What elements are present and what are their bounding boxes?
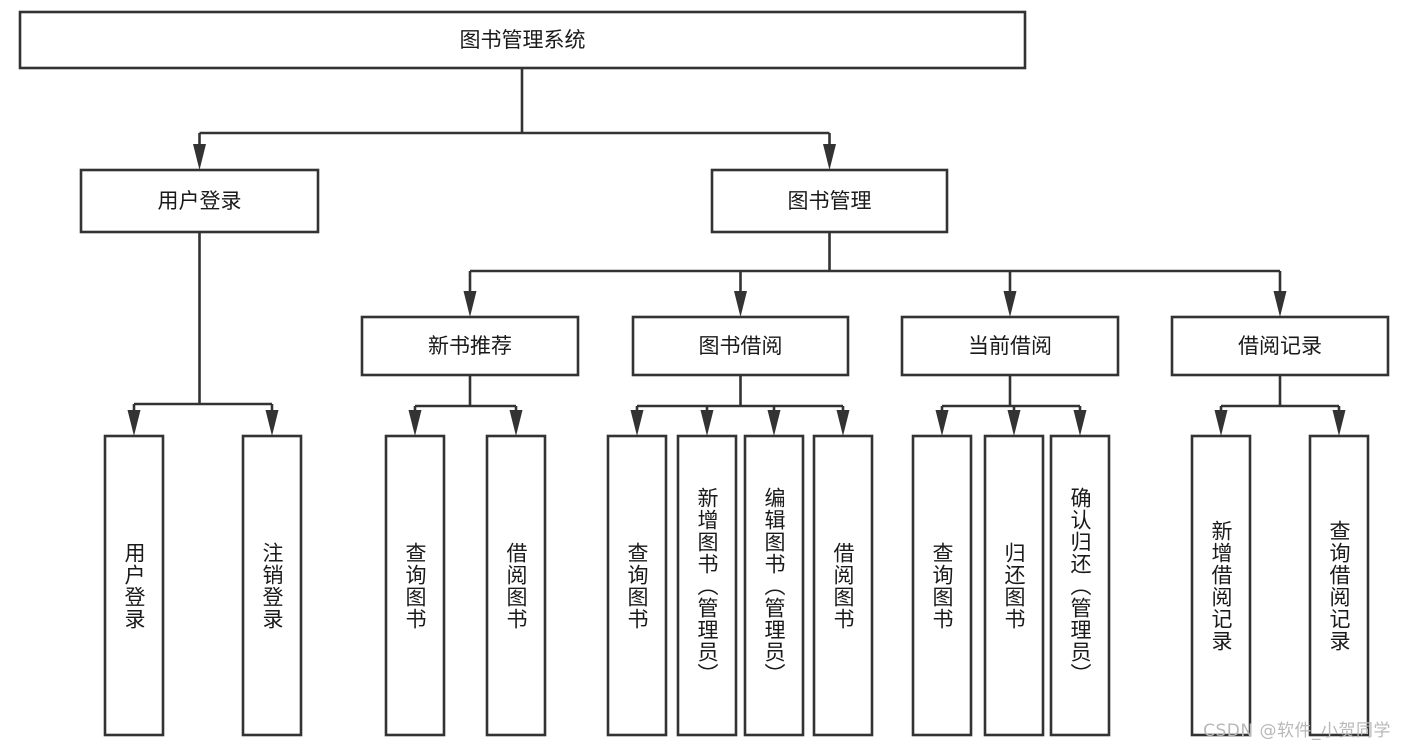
node-box-leaf-query-book-borrow[interactable] [606, 434, 668, 737]
node-label-user-login: 用户登录 [158, 189, 242, 213]
node-box-book-borrow[interactable] [631, 315, 850, 377]
node-box-current-borrow[interactable] [900, 315, 1120, 377]
connector-book-management [463, 232, 1287, 317]
node-box-leaf-return-book[interactable] [983, 434, 1045, 737]
node-label-book-management: 图书管理 [788, 189, 872, 213]
node-leaf-add-borrow-record[interactable] [1190, 434, 1252, 737]
node-box-leaf-add-book-admin[interactable] [676, 434, 738, 737]
node-leaf-user-login[interactable] [103, 434, 165, 737]
node-label-current-borrow: 当前借阅 [968, 334, 1052, 358]
node-book-borrow[interactable]: 图书借阅 [631, 315, 850, 377]
node-box-book-management[interactable] [710, 168, 949, 234]
connector-book-borrow [630, 375, 850, 436]
node-leaf-edit-book-admin[interactable] [743, 434, 805, 737]
connector-root [193, 68, 836, 170]
node-leaf-query-book-recommend[interactable] [384, 434, 446, 737]
node-leaf-query-book-borrow[interactable] [606, 434, 668, 737]
node-leaf-confirm-return-admin[interactable] [1049, 434, 1111, 737]
node-box-new-book-recommend[interactable] [360, 315, 580, 377]
node-box-borrow-records[interactable] [1170, 315, 1390, 377]
connector-new-book-recommend [408, 375, 523, 436]
node-box-leaf-edit-book-admin[interactable] [743, 434, 805, 737]
node-box-leaf-logout-login[interactable] [241, 434, 303, 737]
node-leaf-return-book[interactable] [983, 434, 1045, 737]
node-box-root[interactable] [18, 10, 1027, 70]
node-box-leaf-query-book-recommend[interactable] [384, 434, 446, 737]
node-leaf-logout-login[interactable] [241, 434, 303, 737]
node-box-leaf-query-borrow-record[interactable] [1308, 434, 1370, 737]
node-leaf-query-borrow-record[interactable] [1308, 434, 1370, 737]
node-label-book-borrow: 图书借阅 [699, 334, 783, 358]
node-box-leaf-query-book-current[interactable] [911, 434, 973, 737]
node-label-new-book-recommend: 新书推荐 [428, 334, 512, 358]
node-leaf-query-book-current[interactable] [911, 434, 973, 737]
node-box-leaf-confirm-return-admin[interactable] [1049, 434, 1111, 737]
node-box-user-login[interactable] [79, 168, 320, 234]
connector-layer [127, 68, 1346, 436]
node-box-leaf-borrow-book[interactable] [812, 434, 874, 737]
node-new-book-recommend[interactable]: 新书推荐 [360, 315, 580, 377]
node-root[interactable]: 图书管理系统 [18, 10, 1027, 70]
node-book-management[interactable]: 图书管理 [710, 168, 949, 234]
node-leaf-add-book-admin[interactable] [676, 434, 738, 737]
connector-user-login [127, 232, 279, 436]
watermark-credit: CSDN @软件_小贺同学 [1203, 721, 1391, 741]
node-leaf-borrow-book[interactable] [812, 434, 874, 737]
node-box-leaf-user-login[interactable] [103, 434, 165, 737]
node-current-borrow[interactable]: 当前借阅 [900, 315, 1120, 377]
node-box-leaf-add-borrow-record[interactable] [1190, 434, 1252, 737]
node-borrow-records[interactable]: 借阅记录 [1170, 315, 1390, 377]
node-leaf-borrow-book-recommend[interactable] [485, 434, 547, 737]
node-label-borrow-records: 借阅记录 [1238, 334, 1322, 358]
connector-current-borrow [935, 375, 1087, 436]
node-user-login[interactable]: 用户登录 [79, 168, 320, 234]
node-label-root: 图书管理系统 [460, 28, 586, 52]
node-box-leaf-borrow-book-recommend[interactable] [485, 434, 547, 737]
connector-borrow-records [1214, 375, 1346, 436]
